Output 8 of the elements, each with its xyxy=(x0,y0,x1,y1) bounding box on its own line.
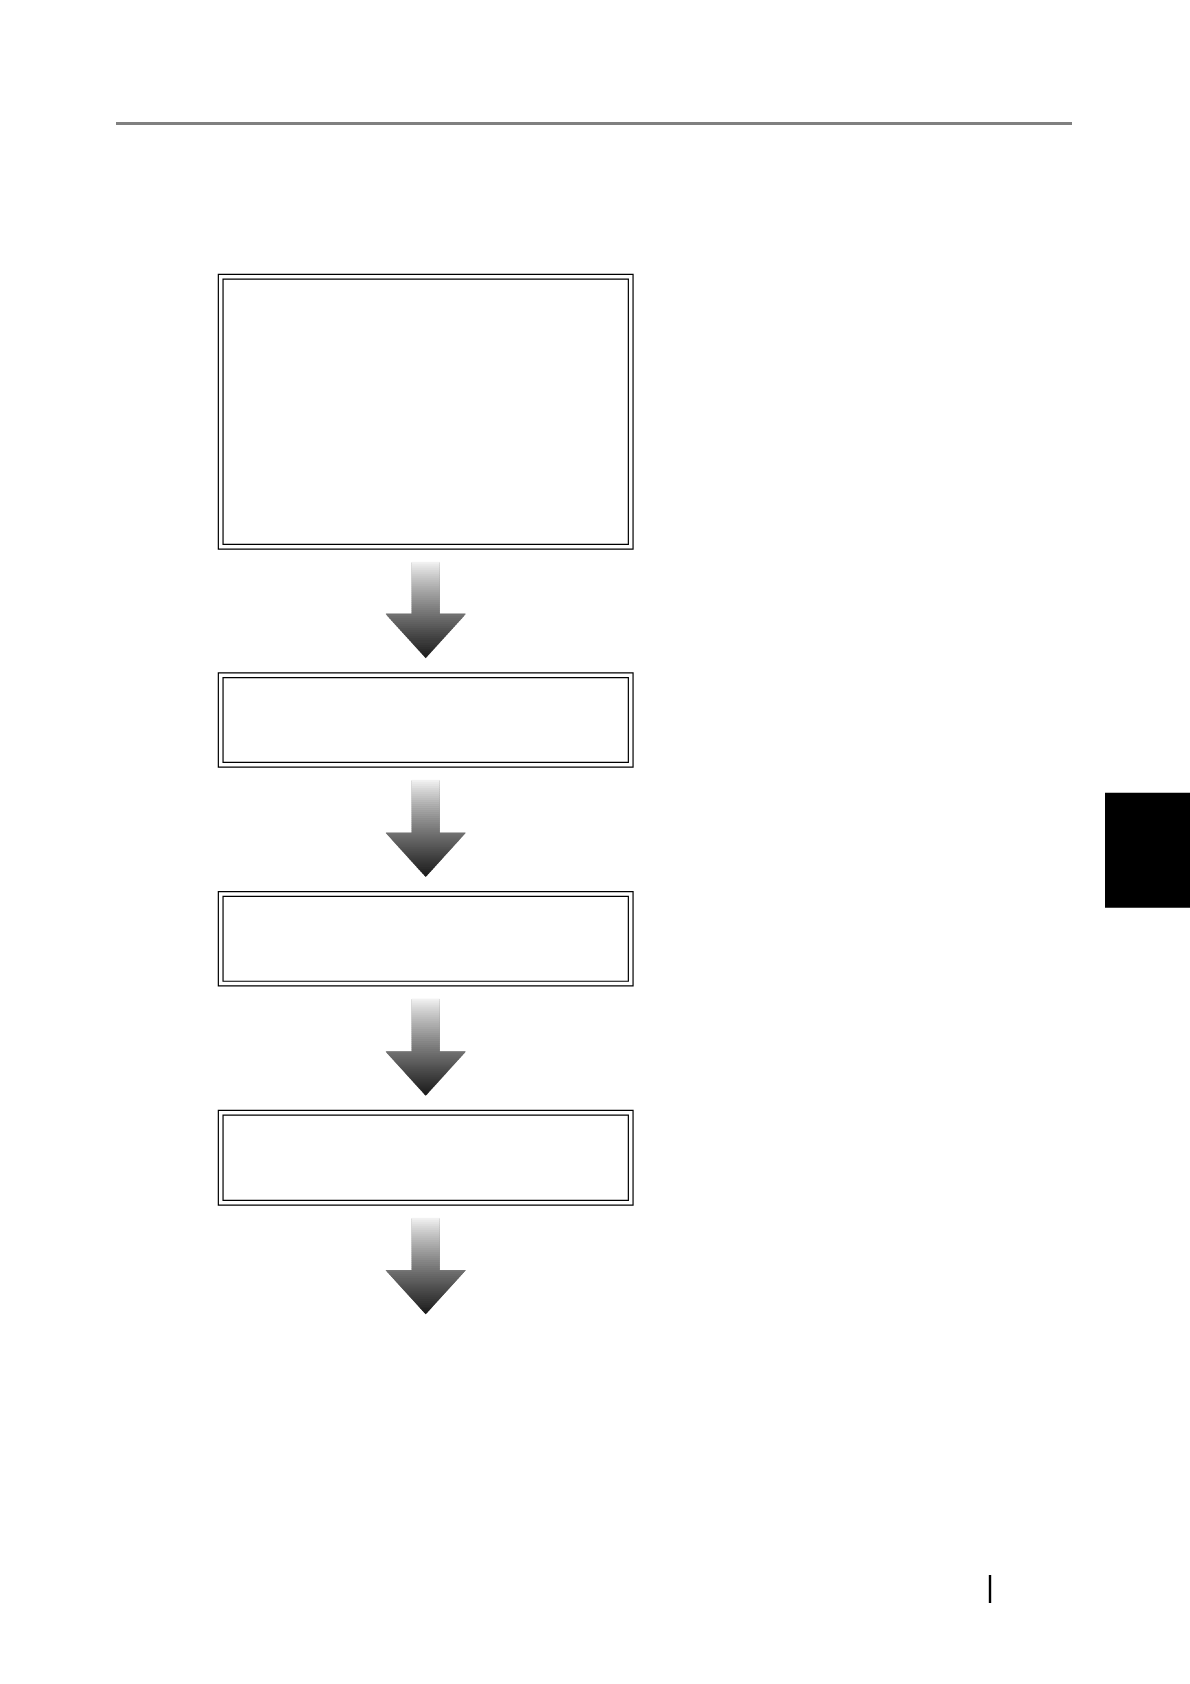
arrow xyxy=(385,1217,466,1315)
process-box xyxy=(217,891,634,987)
process-box xyxy=(217,273,634,550)
process-box xyxy=(217,1109,634,1206)
arrow xyxy=(385,998,466,1096)
arrow xyxy=(385,779,466,877)
arrow xyxy=(385,561,466,659)
process-box xyxy=(217,672,634,768)
